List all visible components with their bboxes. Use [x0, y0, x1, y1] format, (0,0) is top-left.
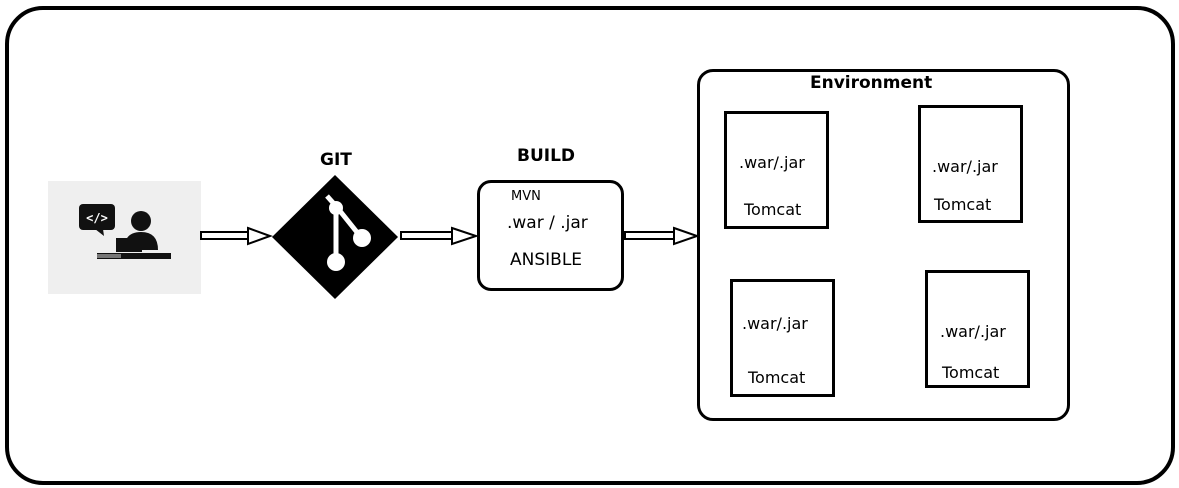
tomcat-server-box [730, 279, 835, 397]
tomcat-server-box [918, 105, 1023, 223]
environment-label: Environment [810, 73, 933, 93]
server-artifact-label: .war/.jar [742, 314, 808, 333]
tomcat-server-box [925, 270, 1030, 388]
server-name-label: Tomcat [744, 200, 802, 219]
server-artifact-label: .war/.jar [739, 153, 805, 172]
arrow-icon [400, 226, 480, 246]
arrow-icon [624, 226, 701, 246]
code-symbol: </> [86, 211, 108, 225]
server-name-label: Tomcat [934, 195, 992, 214]
server-name-label: Tomcat [942, 363, 1000, 382]
developer-icon: </> [79, 204, 171, 259]
build-label: BUILD [517, 146, 576, 166]
diagram-frame [5, 6, 1175, 485]
build-artifact-label: .war / .jar [507, 213, 588, 233]
git-icon [272, 175, 398, 299]
server-name-label: Tomcat [748, 368, 806, 387]
build-box [477, 180, 624, 291]
server-artifact-label: .war/.jar [932, 157, 998, 176]
server-artifact-label: .war/.jar [940, 322, 1006, 341]
build-deploy-label: ANSIBLE [510, 250, 583, 270]
git-label: GIT [320, 150, 352, 170]
environment-box [697, 69, 1070, 421]
tomcat-server-box [724, 111, 829, 229]
build-tool-label: MVN [511, 189, 541, 204]
arrow-icon [200, 226, 273, 246]
developer-card [48, 181, 201, 294]
